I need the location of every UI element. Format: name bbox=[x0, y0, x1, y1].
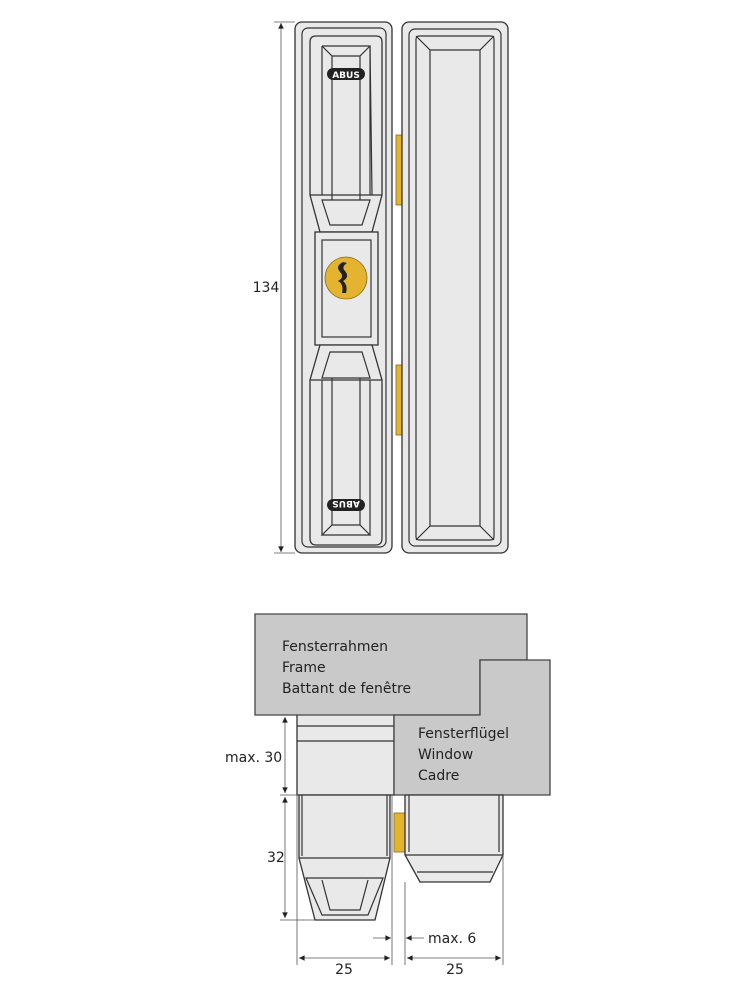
window-label-en: Window bbox=[418, 747, 473, 763]
frame-label-de: Fensterrahmen bbox=[282, 639, 388, 655]
dimension-widths: 25 25 max. 6 bbox=[296, 795, 504, 978]
dim-gap-label: max. 6 bbox=[428, 931, 476, 947]
window-part bbox=[401, 21, 509, 554]
base-block bbox=[296, 711, 395, 796]
dim-width-left-label: 25 bbox=[335, 962, 353, 978]
lower-handle bbox=[309, 344, 383, 546]
dimension-max-30: max. 30 bbox=[225, 717, 299, 796]
window-section bbox=[393, 659, 551, 796]
dim-width-right-label: 25 bbox=[446, 962, 464, 978]
svg-text:ABUS: ABUS bbox=[332, 498, 360, 508]
lock-body: ABUS ABUS bbox=[294, 21, 393, 554]
gap-strip bbox=[393, 812, 406, 853]
dim-max-depth-label: max. 30 bbox=[225, 750, 282, 766]
frame-label-fr: Battant de fenêtre bbox=[282, 681, 411, 697]
frame-label-en: Frame bbox=[282, 660, 326, 676]
abus-logo-lower: ABUS bbox=[327, 498, 365, 511]
dimension-32: 32 bbox=[267, 797, 315, 921]
window-label-de: Fensterflügel bbox=[418, 726, 509, 742]
window-part-section bbox=[404, 794, 504, 883]
top-view: 134 ABUS bbox=[253, 21, 509, 554]
dimension-134: 134 bbox=[253, 21, 295, 554]
section-view: Fensterrahmen Frame Battant de fenêtre F… bbox=[225, 613, 551, 978]
svg-text:ABUS: ABUS bbox=[332, 71, 360, 81]
keyhole-icon bbox=[338, 262, 348, 293]
abus-logo-upper: ABUS bbox=[327, 68, 365, 81]
dimension-height-label: 134 bbox=[253, 280, 280, 296]
dim-height-label: 32 bbox=[267, 850, 285, 866]
window-label-fr: Cadre bbox=[418, 768, 459, 784]
